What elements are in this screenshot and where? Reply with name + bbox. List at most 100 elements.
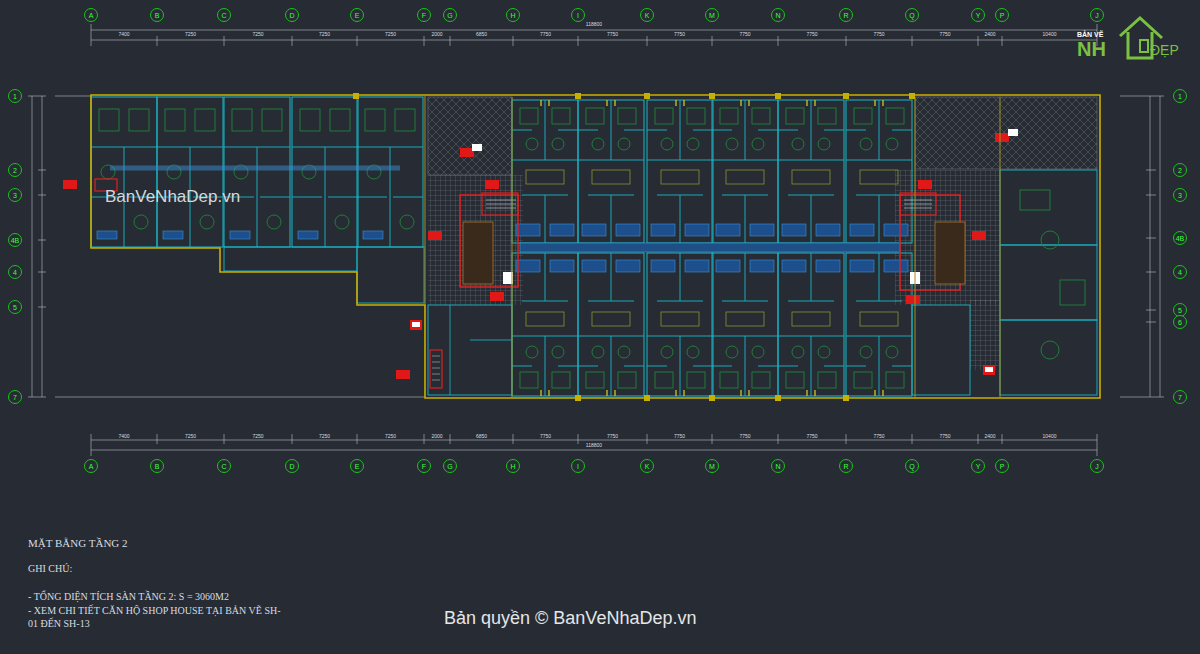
grid-label: H (510, 463, 515, 470)
grid-bubble: D (285, 8, 299, 22)
grid-label: 2 (1178, 167, 1182, 174)
grid-label: 1 (1178, 93, 1182, 100)
dimension-text: 7750 (674, 434, 685, 440)
grid-bubble: C (217, 8, 231, 22)
grid-bubble: R (839, 8, 853, 22)
grid-label: C (221, 12, 226, 19)
dimension-text: 7750 (806, 32, 817, 38)
grid-bubble: Q (905, 459, 919, 473)
grid-bubble: N (771, 8, 785, 22)
grid-label: K (645, 12, 650, 19)
grid-label: E (355, 463, 360, 470)
grid-bubble: E (350, 8, 364, 22)
grid-label: Q (909, 12, 914, 19)
dimension-text: 7250 (185, 434, 196, 440)
dimension-text: 7250 (185, 32, 196, 38)
grid-bubble: K (640, 459, 654, 473)
grid-label: 3 (1178, 192, 1182, 199)
grid-label: P (1000, 12, 1005, 19)
grid-label: Y (976, 463, 981, 470)
grid-label: N (775, 463, 780, 470)
grid-label: F (422, 463, 426, 470)
dimension-text: 7250 (252, 434, 263, 440)
note-heading: GHI CHÚ: (28, 563, 72, 575)
grid-bubble: Q (905, 8, 919, 22)
dimension-text: 2000 (431, 434, 442, 440)
grid-bubble: N (771, 459, 785, 473)
dimension-text: 118800 (586, 22, 602, 28)
grid-bubble: D (285, 459, 299, 473)
grid-bubble: G (443, 459, 457, 473)
grid-bubble: B (150, 459, 164, 473)
drawing-title: MẶT BẰNG TẦNG 2 (28, 537, 128, 550)
grid-bubble: A (84, 459, 98, 473)
grid-label: 4 (13, 269, 17, 276)
grid-label: K (645, 463, 650, 470)
grid-bubble: F (417, 459, 431, 473)
dimension-text: 6850 (476, 434, 487, 440)
grid-bubble: A (84, 8, 98, 22)
grid-label: G (447, 463, 452, 470)
grid-label: E (355, 12, 360, 19)
grid-label: 5 (1178, 307, 1182, 314)
grid-bubble: 7 (1173, 390, 1187, 404)
grid-bubble: K (640, 8, 654, 22)
grid-bubble: Y (971, 459, 985, 473)
grid-label: A (89, 463, 94, 470)
dimension-text: 7750 (739, 434, 750, 440)
grid-label: R (843, 463, 848, 470)
dimension-text: 7750 (939, 32, 950, 38)
grid-label: J (1095, 463, 1099, 470)
watermark: BanVeNhaDep.vn (105, 187, 240, 207)
grid-label: B (155, 12, 160, 19)
grid-label: R (843, 12, 848, 19)
grid-label: 2 (13, 167, 17, 174)
dimension-text: 10400 (1043, 32, 1057, 38)
dimension-text: 7750 (540, 32, 551, 38)
dimension-text: 6850 (476, 32, 487, 38)
grid-bubble: H (506, 8, 520, 22)
dimension-text: 7400 (118, 434, 129, 440)
dimension-text: 7250 (319, 434, 330, 440)
grid-bubble: 4B (1173, 231, 1187, 245)
grid-label: I (577, 463, 579, 470)
dimension-text: 7250 (385, 434, 396, 440)
grid-label: 7 (13, 394, 17, 401)
grid-label: 4 (1178, 269, 1182, 276)
grid-label: B (155, 463, 160, 470)
grid-bubble: 4B (8, 233, 22, 247)
grid-label: Q (909, 463, 914, 470)
dimension-text: 7750 (939, 434, 950, 440)
grid-label: N (775, 12, 780, 19)
dimension-text: 7750 (739, 32, 750, 38)
grid-bubble: 3 (8, 188, 22, 202)
grid-bubble: B (150, 8, 164, 22)
dimension-text: 118800 (586, 443, 602, 449)
dimension-text: 7750 (607, 32, 618, 38)
logo-text: NH (1077, 38, 1106, 61)
logo-text: BẢN VẼ (1077, 31, 1103, 39)
grid-label: J (1095, 12, 1099, 19)
note-text: - XEM CHI TIẾT CĂN HỘ SHOP HOUSE TẠI BẢN… (28, 604, 288, 630)
grid-bubble: Y (971, 8, 985, 22)
grid-bubble: 1 (8, 89, 22, 103)
grid-bubble: I (571, 8, 585, 22)
grid-label: M (709, 463, 715, 470)
grid-label: 1 (13, 93, 17, 100)
grid-bubble: P (995, 8, 1009, 22)
grid-label: A (89, 12, 94, 19)
grid-bubble: I (571, 459, 585, 473)
grid-bubble: E (350, 459, 364, 473)
dimension-text: 7250 (252, 32, 263, 38)
grid-bubble: J (1090, 459, 1104, 473)
grid-bubble: 3 (1173, 188, 1187, 202)
grid-bubble: R (839, 459, 853, 473)
dimension-text: 2400 (984, 32, 995, 38)
grid-label: C (221, 463, 226, 470)
grid-bubble: C (217, 459, 231, 473)
dimension-text: 2000 (431, 32, 442, 38)
grid-label: 7 (1178, 394, 1182, 401)
grid-bubble: G (443, 8, 457, 22)
dimension-text: 7750 (873, 32, 884, 38)
